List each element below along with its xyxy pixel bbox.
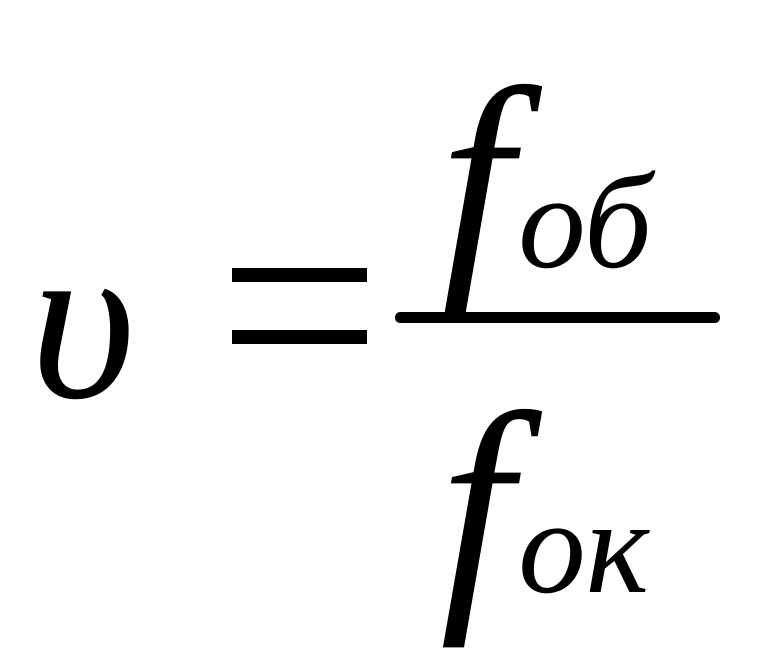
- denominator-base: f: [440, 361, 513, 649]
- equals-sign: [232, 268, 367, 348]
- lhs-symbol: υ: [30, 192, 136, 447]
- numerator: fоб: [440, 50, 652, 310]
- denominator-subscript: ок: [518, 473, 649, 622]
- denominator: fок: [440, 375, 649, 635]
- fraction-bar: [395, 312, 720, 323]
- numerator-subscript: об: [518, 148, 652, 297]
- equals-bar-bottom: [232, 330, 367, 344]
- numerator-base: f: [440, 36, 513, 324]
- equals-bar-top: [232, 268, 367, 282]
